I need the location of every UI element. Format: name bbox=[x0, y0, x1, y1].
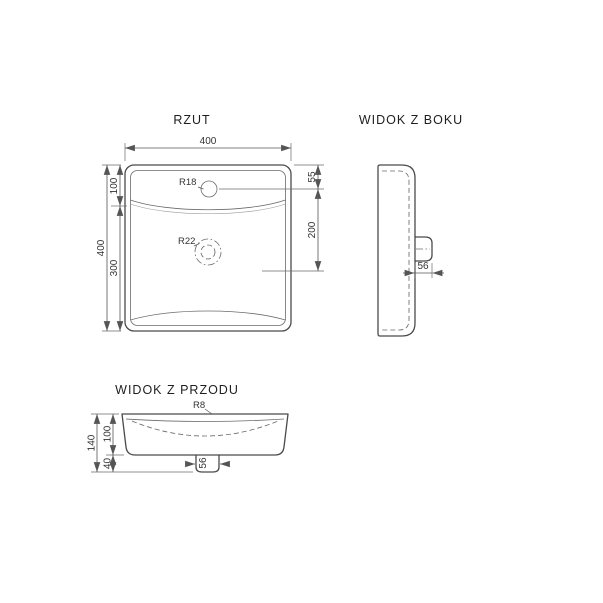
front-hidden-bowl bbox=[131, 420, 279, 437]
faucet-radius-label: R18 bbox=[179, 177, 196, 188]
drain-hole-outer bbox=[194, 238, 222, 266]
front-body-outline bbox=[121, 413, 289, 456]
dim-value: 200 bbox=[307, 221, 318, 238]
drain-hole-inner bbox=[200, 244, 216, 260]
dim-value: 100 bbox=[103, 425, 114, 442]
dim-value: 140 bbox=[87, 434, 98, 451]
plan-inner-rim bbox=[130, 170, 286, 326]
drain-radius-leader bbox=[193, 243, 200, 247]
side-view: WIDOK Z BOKU 56 bbox=[359, 113, 463, 337]
side-body-outline bbox=[377, 164, 416, 337]
drain-radius-label: R22 bbox=[178, 236, 195, 247]
front-view: WIDOK Z PRZODU R8 100 40 140 56 bbox=[87, 383, 289, 473]
side-hidden-contour bbox=[382, 170, 410, 331]
plan-view: RZUT R18 R22 400 400 bbox=[96, 113, 324, 332]
plan-deck-edge bbox=[130, 199, 286, 211]
plan-outer-outline bbox=[124, 164, 292, 332]
rim-radius-leader bbox=[204, 408, 213, 415]
front-inner-rim bbox=[125, 418, 285, 422]
dim-value: 55 bbox=[307, 171, 318, 183]
dim-side-drain-width: 56 bbox=[403, 261, 444, 278]
rim-radius-label: R8 bbox=[193, 400, 205, 411]
faucet-radius-leader bbox=[197, 186, 204, 190]
dim-value: 400 bbox=[200, 136, 217, 147]
plan-bowl-bottom-edge bbox=[130, 310, 286, 321]
side-view-title: WIDOK Z BOKU bbox=[359, 113, 463, 127]
dim-plan-segments: 100 300 bbox=[109, 165, 127, 331]
plan-deck-edge-inner bbox=[130, 203, 286, 214]
side-drain-outlet bbox=[414, 236, 433, 262]
dim-value: 56 bbox=[198, 457, 209, 469]
dim-value: 56 bbox=[417, 261, 429, 272]
front-drain-outline bbox=[195, 454, 220, 473]
dim-value: 400 bbox=[96, 239, 107, 256]
faucet-hole bbox=[200, 180, 218, 198]
dim-value: 300 bbox=[109, 259, 120, 276]
dim-plan-depth: 400 bbox=[96, 164, 121, 332]
dim-plan-right: 55 200 bbox=[219, 164, 324, 272]
dim-front-heights: 100 40 140 bbox=[87, 413, 193, 473]
dim-plan-width: 400 bbox=[124, 136, 292, 161]
plan-view-title: RZUT bbox=[173, 113, 210, 127]
dim-front-drain-width: 56 bbox=[185, 457, 230, 469]
front-view-title: WIDOK Z PRZODU bbox=[115, 383, 239, 397]
dim-value: 100 bbox=[109, 177, 120, 194]
dim-value: 40 bbox=[103, 458, 114, 470]
